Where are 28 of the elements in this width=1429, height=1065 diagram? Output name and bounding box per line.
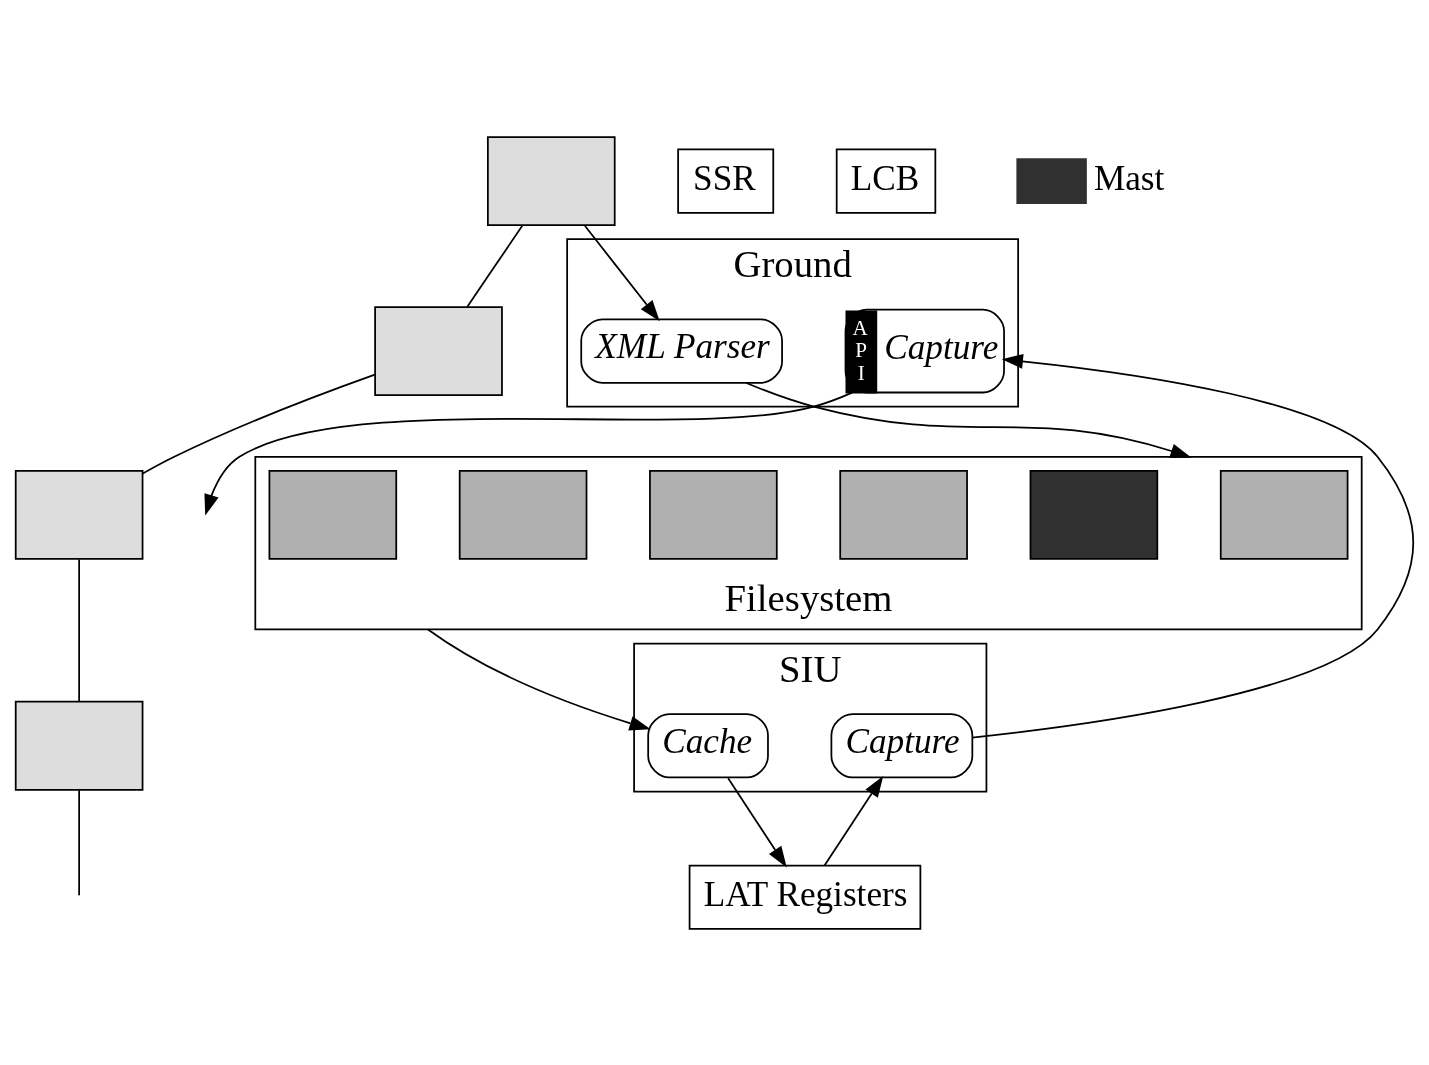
arrow <box>204 391 854 516</box>
connector <box>78 788 80 896</box>
node-box: LAT Registers <box>688 864 922 930</box>
node-box <box>458 469 588 560</box>
connector <box>141 373 376 474</box>
node-box <box>487 135 616 226</box>
node-box: XML Parser <box>580 318 783 384</box>
connector <box>466 224 524 307</box>
node-box <box>14 700 144 791</box>
arrow <box>971 353 1415 738</box>
node-box <box>1029 469 1159 560</box>
arrow <box>584 224 660 321</box>
arrow <box>427 628 651 730</box>
node-box <box>374 305 503 396</box>
arrow <box>823 775 884 866</box>
node-box <box>839 469 968 560</box>
node-box: LCB <box>835 148 937 214</box>
cluster: Filesystem <box>254 455 1363 630</box>
legend-label: Mast <box>1093 158 1165 198</box>
node-box <box>14 469 144 560</box>
node-box: SSR <box>677 148 775 214</box>
node-box: Capture <box>830 712 974 778</box>
node-box <box>649 469 778 560</box>
node-box: Cache <box>647 712 769 778</box>
node-box <box>1219 469 1349 560</box>
arrow <box>727 776 787 868</box>
connector <box>78 558 80 702</box>
node-box <box>268 469 398 560</box>
